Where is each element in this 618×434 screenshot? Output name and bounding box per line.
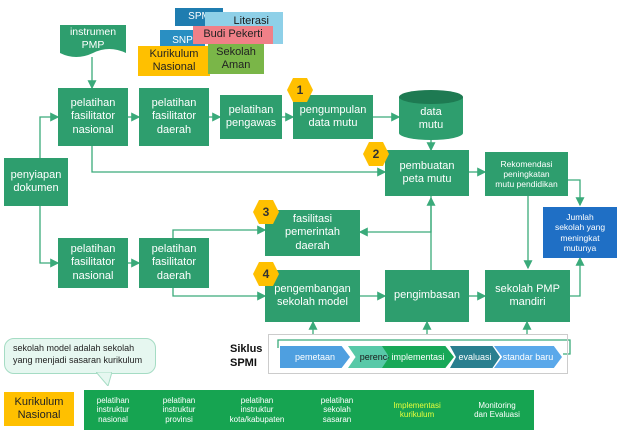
siklus-frame [268,334,568,374]
note-text: sekolah model adalah sekolah yang menjad… [13,343,143,365]
penyiapan-dokumen: penyiapan dokumen [4,158,68,206]
pelatihan-fasilitator-nasional-top: pelatihan fasilitator nasional [58,88,128,146]
pelatihan-fasilitator-nasional-bottom: pelatihan fasilitator nasional [58,238,128,288]
sekolah-aman-box: Sekolah Aman [208,44,264,74]
siklus-step-evaluasi: evaluasi [450,346,500,368]
jumlah-sekolah-box: Jumlah sekolah yang meningkat mutunya [543,207,617,258]
hexagon-icon [363,142,389,166]
callout-tail-icon [96,372,112,386]
data-mutu-label: data mutu [418,105,444,131]
data-mutu-node: data mutu [399,90,463,140]
fasilitasi-pemerintah-daerah: fasilitasi pemerintah daerah [265,210,360,256]
budi-pekerti-box: Budi Pekerti [193,26,273,44]
pengembangan-sekolah-model: pengembangan sekolah model [265,270,360,322]
instrumen-pmp-node: instrumen PMP [60,25,126,59]
rekomendasi-box: Rekomendasi peningkatan mutu pendidikan [485,152,568,196]
bottom-step-instruktur-provinsi: pelatihan instruktur provinsi [162,396,196,424]
pembuatan-peta-mutu: pembuatan peta mutu [385,150,469,196]
kurikulum-nasional-bottom: Kurikulum Nasional [4,392,74,426]
siklus-spmi-title: Siklus SPMI [230,343,263,369]
instrumen-pmp-label: instrumen PMP [69,26,117,51]
bottom-green-band [84,390,534,430]
database-cylinder-icon [399,90,463,140]
bottom-step-monitoring-evaluasi: Monitoring dan Evaluasi [474,400,520,419]
siklus-step-implementasi: implementasi [382,346,454,368]
hexagon-icon [253,262,279,286]
pengimbasan-box: pengimbasan [385,270,469,322]
sekolah-pmp-mandiri: sekolah PMP mandiri [485,270,570,322]
siklus-step-pemetaan: pemetaan [280,346,350,368]
pelatihan-fasilitator-daerah-bottom: pelatihan fasilitator daerah [139,238,209,288]
bottom-step-instruktur-nasional: pelatihan instruktur nasional [96,396,130,424]
note-callout: sekolah model adalah sekolah yang menjad… [4,338,156,374]
bottom-step-sekolah-sasaran: pelatihan sekolah sasaran [320,396,354,424]
step-badge-2: 2 [363,142,389,166]
siklus-step-standar-baru: standar baru [494,346,562,368]
step-badge-3: 3 [253,200,279,224]
document-shape-icon [60,25,126,57]
hexagon-icon [253,200,279,224]
step-badge-4: 4 [253,262,279,286]
hexagon-icon [287,78,313,102]
step-badge-1: 1 [287,78,313,102]
pelatihan-pengawas: pelatihan pengawas [220,95,282,139]
bottom-step-instruktur-kota: pelatihan instruktur kota/kabupaten [229,396,285,424]
bottom-step-implementasi-kurikulum: Implementasi kurikulum [393,400,441,419]
pelatihan-fasilitator-daerah-top: pelatihan fasilitator daerah [139,88,209,146]
kurikulum-nasional-top: Kurikulum Nasional [138,46,210,76]
pengumpulan-data-mutu: pengumpulan data mutu [293,95,373,139]
